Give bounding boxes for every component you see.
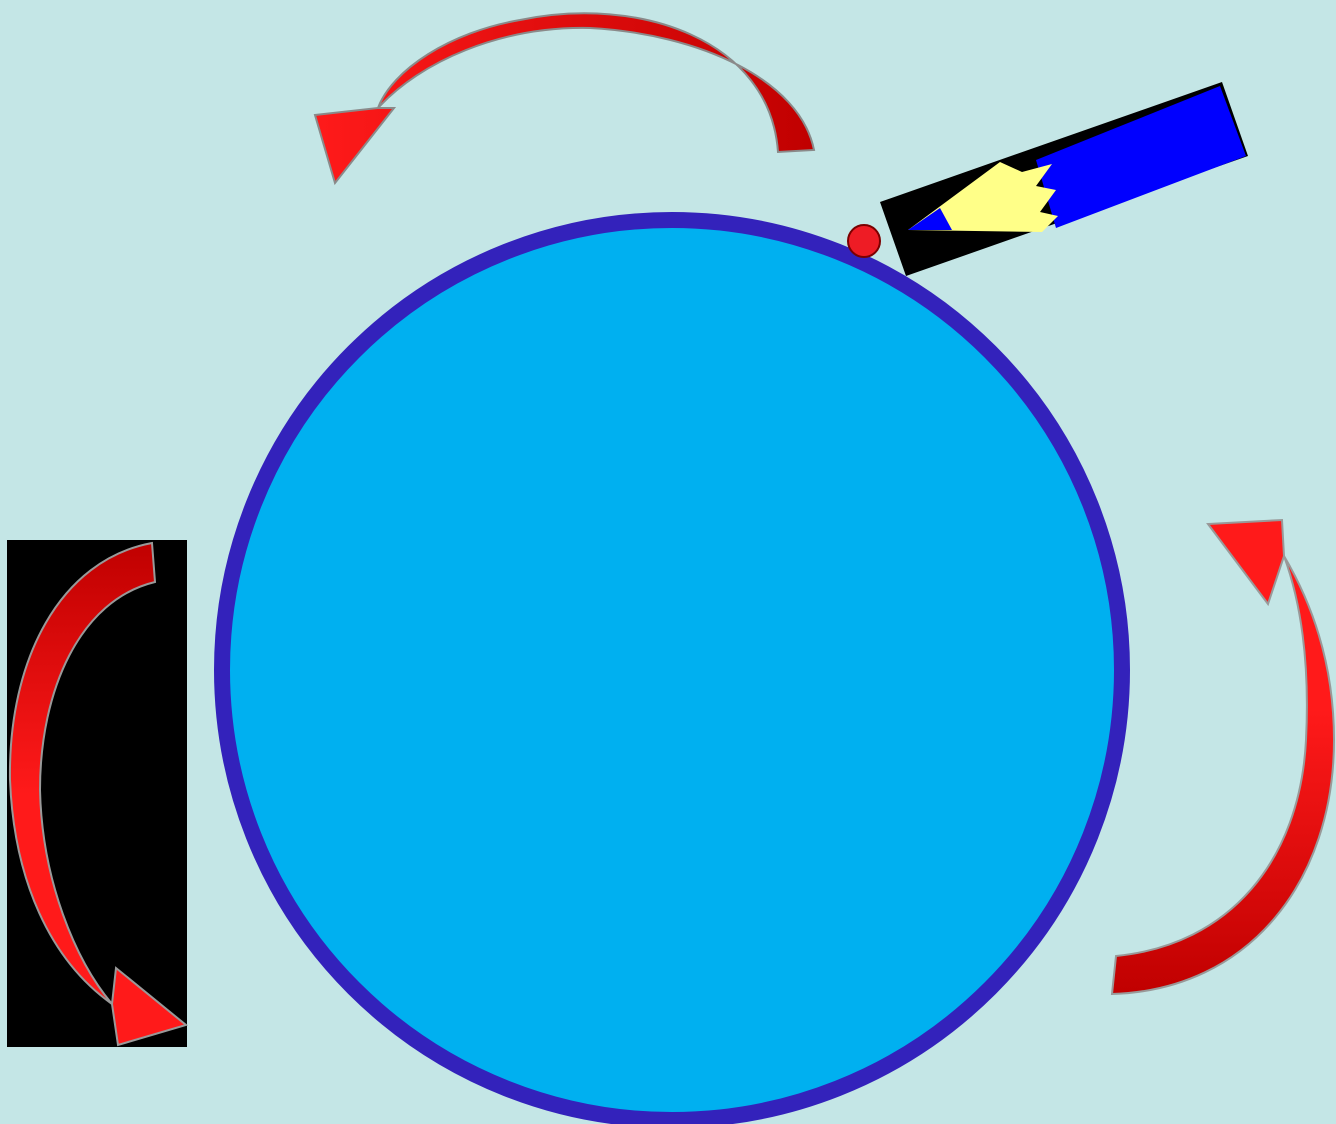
drawn-circle	[222, 220, 1122, 1120]
start-point-marker	[848, 225, 880, 257]
